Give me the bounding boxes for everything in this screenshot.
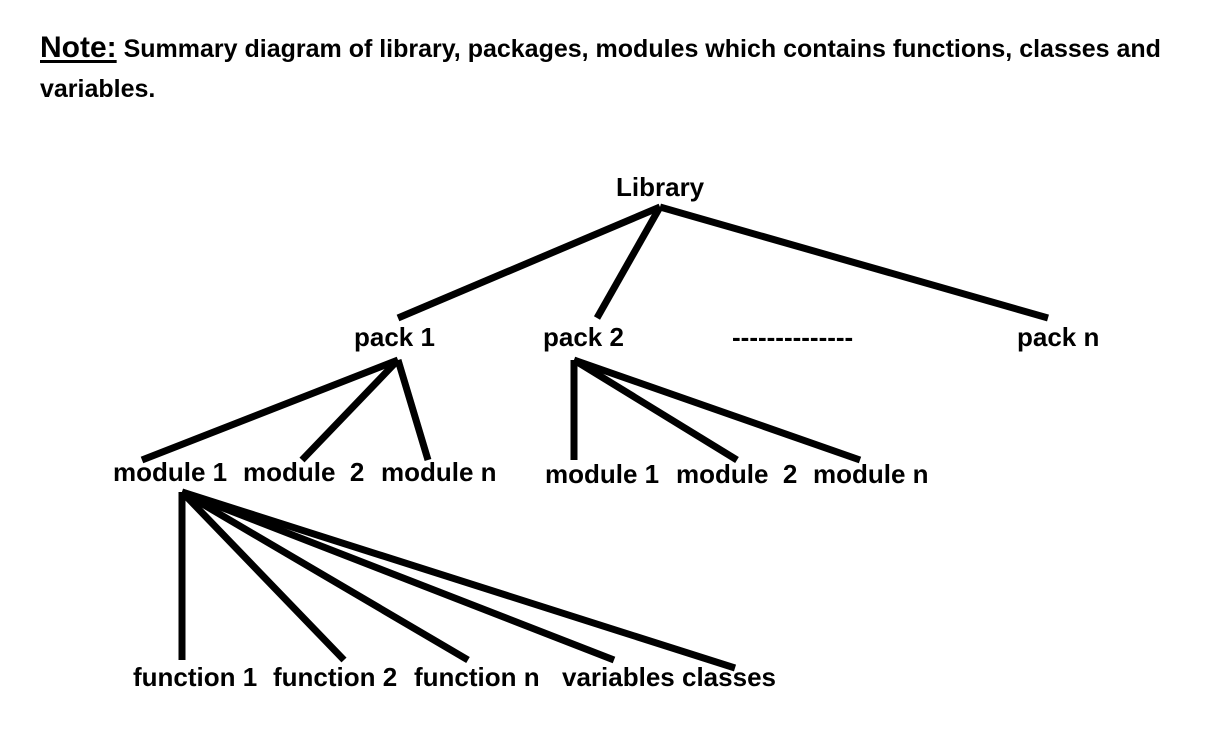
edge-library-packn: [659, 203, 1049, 322]
node-pack1-modulen: module n: [381, 457, 497, 487]
node-pack1: pack 1: [354, 322, 435, 352]
edge-module1-function2: [179, 489, 347, 663]
node-classes: classes: [682, 662, 776, 692]
edge-library-pack1: [396, 203, 662, 322]
edge-module1-functionn: [180, 488, 470, 664]
note-label: Note:: [40, 31, 117, 64]
edge-pack2-modulen: [572, 356, 862, 464]
edge-pack1-modulen: [394, 358, 432, 462]
node-pack-ellipsis: --------------: [732, 322, 853, 352]
node-variables: variables: [562, 662, 675, 692]
note: Note: Summary diagram of library, packag…: [40, 28, 1220, 109]
node-pack1-module2: module 2: [243, 457, 364, 487]
node-packn: pack n: [1017, 322, 1099, 352]
node-pack2: pack 2: [543, 322, 624, 352]
edge-pack1-module1: [140, 356, 400, 464]
edge-module1-classes: [180, 488, 737, 672]
edge-pack1-module2: [299, 357, 401, 463]
node-pack1-module1: module 1: [113, 457, 227, 487]
edge-module1-variables: [180, 488, 616, 664]
node-pack2-module1: module 1: [545, 459, 659, 489]
node-pack2-module2: module 2: [676, 459, 797, 489]
node-functionn: function n: [414, 662, 540, 692]
edge-pack2-module2: [572, 357, 739, 463]
edge-library-pack2: [593, 205, 664, 320]
node-function2: function 2: [273, 662, 397, 692]
node-library: Library: [616, 172, 705, 202]
note-text: Summary diagram of library, packages, mo…: [40, 35, 1161, 103]
node-function1: function 1: [133, 662, 257, 692]
node-pack2-modulen: module n: [813, 459, 929, 489]
